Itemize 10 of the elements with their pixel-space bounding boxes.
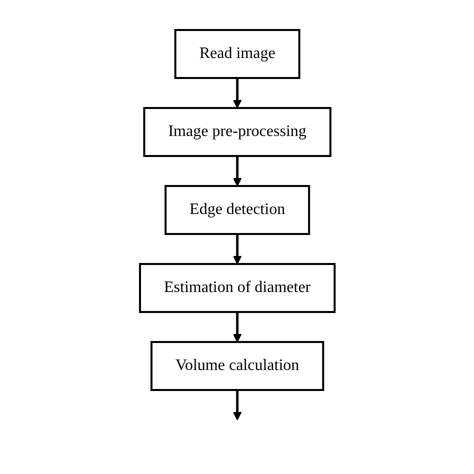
- arrow: [232, 234, 242, 264]
- arrow: [232, 156, 242, 186]
- node-box: Read image: [174, 29, 300, 79]
- node-box: Image pre-processing: [142, 107, 332, 157]
- node-box: Volume calculation: [150, 341, 324, 391]
- arrow: [232, 390, 242, 420]
- arrow: [232, 312, 242, 342]
- arrow: [232, 78, 242, 108]
- node-box: Edge detection: [164, 185, 310, 235]
- node-box: Estimation of diameter: [138, 263, 336, 313]
